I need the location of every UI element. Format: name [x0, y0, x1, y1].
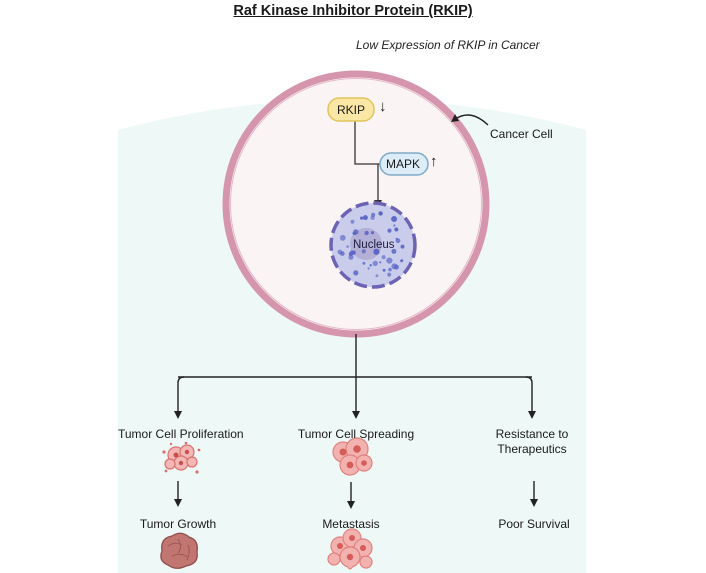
chromatin-speck	[391, 248, 397, 254]
chromatin-speck	[360, 216, 364, 220]
chromatin-speck	[370, 231, 375, 235]
chromatin-speck	[367, 267, 370, 270]
chromatin-speck	[372, 260, 378, 267]
spreading-to-metastasis-arrowhead	[347, 501, 355, 509]
branch-arrowhead-3	[528, 411, 536, 419]
chromatin-speck	[400, 244, 405, 249]
chromatin-speck	[391, 216, 398, 222]
diagram-subtitle: Low Expression of RKIP in Cancer	[356, 38, 540, 52]
cell-pointer-arrowhead	[451, 114, 459, 122]
mapk-pill	[379, 152, 429, 176]
chromatin-speck	[387, 272, 392, 277]
chromatin-speck	[352, 232, 355, 235]
chromatin-speck	[395, 237, 398, 240]
chromatin-speck	[378, 211, 383, 216]
chromatin-speck	[350, 219, 355, 224]
branch-arrowhead-1	[174, 411, 182, 419]
outcome-result-tumor-growth: Tumor Growth	[139, 517, 217, 531]
chromatin-speck	[361, 249, 366, 254]
mapk-up-arrow-icon: ↑	[430, 153, 438, 170]
proliferation-cells-illustration	[162, 441, 201, 474]
outcome-result-poor-survival: Poor Survival	[498, 517, 570, 531]
metastasis-illustration	[327, 528, 373, 570]
rkip-down-arrow-icon: ↓	[379, 98, 387, 115]
branch-arrowhead-2	[352, 411, 360, 419]
cancer-cell-label: Cancer Cell	[490, 127, 553, 141]
chromatin-speck	[362, 261, 366, 265]
outcome-result-metastasis: Metastasis	[322, 517, 380, 531]
chromatin-speck	[393, 224, 396, 227]
chromatin-speck	[400, 259, 404, 263]
chromatin-speck	[371, 212, 376, 217]
branch-corner-right	[525, 376, 533, 384]
chromatin-speck	[373, 248, 380, 255]
chromatin-speck	[394, 264, 399, 270]
chromatin-speck	[394, 227, 399, 232]
rkip-label: RKIP	[337, 103, 366, 117]
chromatin-speck	[362, 215, 368, 221]
rkip-to-mapk-connector	[354, 121, 380, 165]
tumor-growth-illustration	[160, 532, 198, 569]
outcome-effect-resistance-line1: Resistance to	[495, 427, 569, 441]
branch-corner-left	[177, 376, 185, 384]
nucleus-label: Nucleus	[353, 239, 395, 251]
chromatin-speck	[346, 245, 349, 248]
chromatin-speck	[386, 257, 393, 264]
chromatin-speck	[382, 268, 386, 272]
cancer-cell-inner-line	[230, 78, 482, 330]
chromatin-speck	[351, 250, 356, 255]
chromatin-speck	[379, 261, 382, 264]
outcome-effect-resistance-line2: Therapeutics	[497, 442, 567, 456]
outcome-effect-spreading: Tumor Cell Spreading	[297, 427, 415, 441]
chromatin-speck	[353, 270, 359, 276]
chromatin-speck	[388, 267, 392, 272]
outcome-effect-proliferation: Tumor Cell Proliferation	[118, 427, 244, 441]
chromatin-speck	[375, 274, 379, 278]
page-title: Raf Kinase Inhibitor Protein (RKIP)	[233, 3, 473, 19]
proliferation-to-growth-arrowhead	[174, 499, 182, 507]
chromatin-speck	[387, 228, 392, 233]
spreading-cluster-illustration	[332, 437, 373, 476]
resistance-to-survival-arrowhead	[530, 499, 538, 507]
chromatin-speck	[369, 264, 372, 267]
chromatin-speck	[337, 249, 343, 255]
chromatin-speck	[348, 254, 354, 260]
chromatin-speck	[381, 255, 386, 260]
rkip-pill	[327, 97, 375, 122]
chromatin-speck	[339, 234, 346, 241]
mapk-label: MAPK	[386, 157, 421, 171]
chromatin-speck	[365, 231, 369, 234]
nucleus	[329, 201, 417, 289]
